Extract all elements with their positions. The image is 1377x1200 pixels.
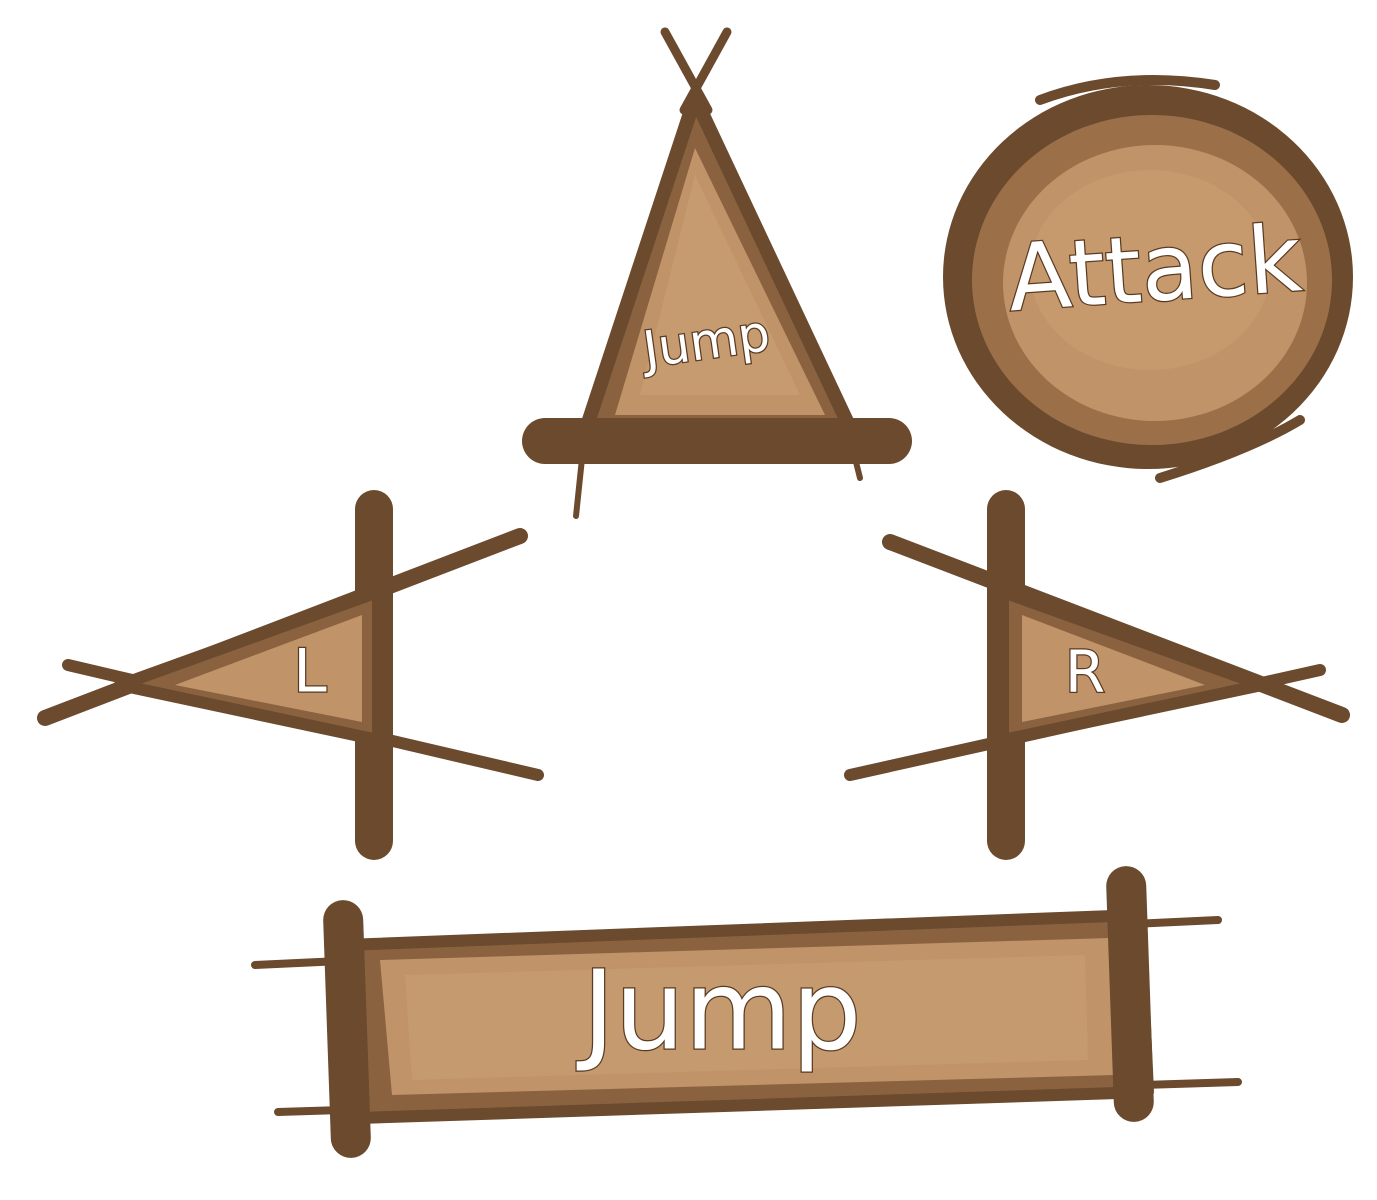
attack-panel-highlight <box>1030 170 1270 370</box>
right-button[interactable]: R <box>844 490 1350 860</box>
right-label: R <box>1065 638 1105 706</box>
triangle-stick-tail-right-icon <box>845 427 863 481</box>
right-triangle-panel <box>1022 615 1205 722</box>
left-triangle-panel <box>175 615 362 722</box>
jump-bar-left-post <box>323 900 371 1158</box>
attack-scribble-top-icon <box>1035 75 1220 105</box>
attack-scribble-bottom-icon <box>1155 415 1305 483</box>
jump-triangle-button[interactable]: Jump <box>522 27 912 519</box>
jump-bar-button[interactable]: Jump <box>251 865 1242 1158</box>
left-label: L <box>293 637 327 707</box>
triangle-base-stick <box>522 418 912 464</box>
left-button[interactable]: L <box>37 490 544 860</box>
attack-button[interactable]: Attack <box>943 75 1353 483</box>
jump-bar-panel-highlight <box>405 955 1088 1080</box>
jump-bar-right-post <box>1106 866 1154 1122</box>
attack-label: Attack <box>1004 205 1305 332</box>
triangle-panel-highlight <box>640 175 800 395</box>
triangle-stick-tail-icon <box>573 427 588 519</box>
jump-bar-label: Jump <box>576 946 861 1074</box>
